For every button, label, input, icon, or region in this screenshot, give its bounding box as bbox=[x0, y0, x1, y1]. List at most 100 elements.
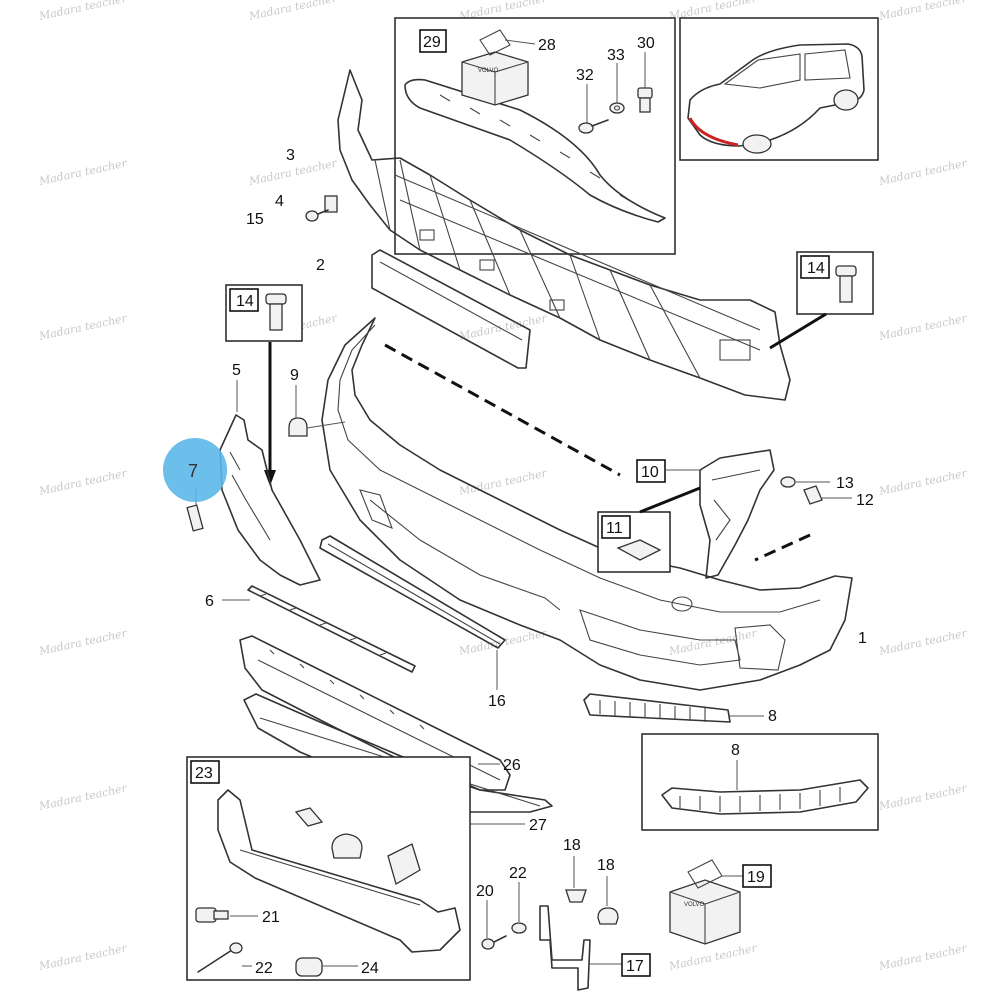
inset-box-23 bbox=[186, 756, 471, 981]
watermark: Madara teacher bbox=[877, 627, 969, 659]
package-text: VOLVO bbox=[684, 902, 705, 908]
callout-33: 33 bbox=[607, 47, 625, 64]
tag-box bbox=[742, 864, 772, 888]
clip-4 bbox=[324, 195, 338, 213]
callout-32: 32 bbox=[576, 67, 594, 84]
watermark: Madara teacher bbox=[37, 0, 129, 23]
callout-11: 11 bbox=[606, 520, 623, 537]
alignment-line bbox=[754, 533, 811, 562]
callout-19: 19 bbox=[747, 869, 765, 886]
watermark: Madara teacher bbox=[877, 0, 969, 23]
package-text: VOLVO bbox=[478, 68, 499, 74]
callout-4: 4 bbox=[275, 193, 284, 210]
callout-1: 1 bbox=[858, 630, 867, 647]
box-14-label: 14 bbox=[236, 293, 254, 310]
part-8-grille-large bbox=[661, 779, 869, 815]
part-8-grille bbox=[583, 693, 731, 723]
car-wheel-front bbox=[742, 134, 772, 154]
callout-8: 8 bbox=[768, 708, 777, 725]
part-3-bumper-carrier bbox=[337, 69, 791, 401]
watermark: Madara teacher bbox=[37, 467, 129, 499]
tag-box bbox=[419, 29, 447, 53]
callout-10: 10 bbox=[641, 464, 659, 481]
callout-9: 9 bbox=[290, 367, 299, 384]
alignment-line bbox=[384, 343, 621, 477]
package-30: VOLVO bbox=[461, 29, 529, 106]
callout-21: 20 bbox=[476, 883, 494, 900]
washer-22 bbox=[511, 922, 527, 934]
box-14-label: 14 bbox=[807, 260, 825, 277]
inset-box-14-right: 14 bbox=[796, 251, 874, 315]
callout-2: 2 bbox=[316, 257, 325, 274]
arrow-14-right bbox=[769, 312, 827, 350]
callout-6: 6 bbox=[205, 593, 214, 610]
plug-9 bbox=[288, 417, 308, 437]
part-23-skid-plate bbox=[217, 789, 461, 953]
rivet-14b bbox=[835, 265, 857, 303]
watermark: Madara teacher bbox=[877, 782, 969, 814]
box-8-label: 8 bbox=[731, 742, 740, 759]
watermark: Madara teacher bbox=[667, 942, 759, 974]
callout-24: 21 bbox=[262, 909, 280, 926]
plug-18 bbox=[597, 907, 619, 925]
car-wheel-rear bbox=[833, 89, 859, 111]
callout-12: 12 bbox=[856, 492, 874, 509]
inset-frame bbox=[394, 17, 676, 255]
callout-5: 5 bbox=[232, 362, 241, 379]
part-28-lower-plate bbox=[243, 693, 553, 813]
car-windows bbox=[723, 49, 851, 89]
callout-29: 29 bbox=[423, 34, 441, 51]
part-29-trim bbox=[404, 78, 666, 223]
callout-28: 27 bbox=[529, 817, 547, 834]
highlight-callout-7[interactable]: 7 bbox=[163, 438, 227, 502]
screw-12 bbox=[803, 485, 823, 505]
watermark: Madara teacher bbox=[37, 942, 129, 974]
callout-16: 16 bbox=[488, 693, 506, 710]
callout-7: 7 bbox=[188, 461, 198, 481]
part-6-trim-strip bbox=[247, 585, 416, 673]
callout-23: 23 bbox=[195, 765, 213, 782]
callout-17: 17 bbox=[626, 958, 644, 975]
package-19: VOLVO bbox=[669, 859, 741, 945]
watermark: Madara teacher bbox=[667, 627, 759, 659]
inset-box-29: VOLVO bbox=[394, 17, 676, 255]
part-10-bracket bbox=[699, 449, 775, 579]
callout-labels: 29 28 30 33 32 3 4 15 2 9 5 6 10 11 13 1… bbox=[195, 34, 874, 977]
callout-15: 15 bbox=[246, 211, 264, 228]
watermark: Madara teacher bbox=[37, 312, 129, 344]
highlight-circle[interactable] bbox=[163, 438, 227, 502]
part-27-skid-plate bbox=[239, 635, 511, 791]
part-1-bumper-cover bbox=[321, 317, 853, 691]
watermark: Madara teacher bbox=[877, 312, 969, 344]
watermark: Madara teacher bbox=[877, 467, 969, 499]
washer-33 bbox=[609, 102, 625, 114]
watermark: Madara teacher bbox=[457, 467, 549, 499]
vehicle-thumbnail bbox=[679, 17, 879, 161]
clip-7 bbox=[186, 504, 204, 532]
nut-26 bbox=[295, 957, 323, 977]
tag-box bbox=[621, 953, 651, 977]
callout-22: 22 bbox=[509, 865, 527, 882]
inset-box-8: 8 bbox=[641, 733, 879, 831]
arrow-11 bbox=[639, 486, 701, 514]
watermark: Madara teacher bbox=[877, 157, 969, 189]
part-29-clips bbox=[439, 94, 631, 202]
watermark: Madara teacher bbox=[37, 627, 129, 659]
callout-30: 28 bbox=[538, 37, 556, 54]
watermark: Madara teacher bbox=[37, 782, 129, 814]
callout-27: 26 bbox=[503, 757, 521, 774]
inset-box-11 bbox=[597, 511, 671, 573]
callout-3: 3 bbox=[286, 147, 295, 164]
callout-20: 18 bbox=[563, 837, 581, 854]
rivet-25 bbox=[197, 942, 243, 973]
bracket-17 bbox=[539, 905, 591, 991]
rivet-14 bbox=[265, 293, 287, 331]
clip-set bbox=[294, 807, 421, 885]
part-16-moulding bbox=[319, 535, 506, 649]
fastener-31 bbox=[637, 87, 653, 113]
callout-18: 18 bbox=[597, 857, 615, 874]
watermark: Madara teacher bbox=[37, 157, 129, 189]
part-2-absorber bbox=[371, 249, 531, 369]
washer-13 bbox=[780, 476, 796, 488]
